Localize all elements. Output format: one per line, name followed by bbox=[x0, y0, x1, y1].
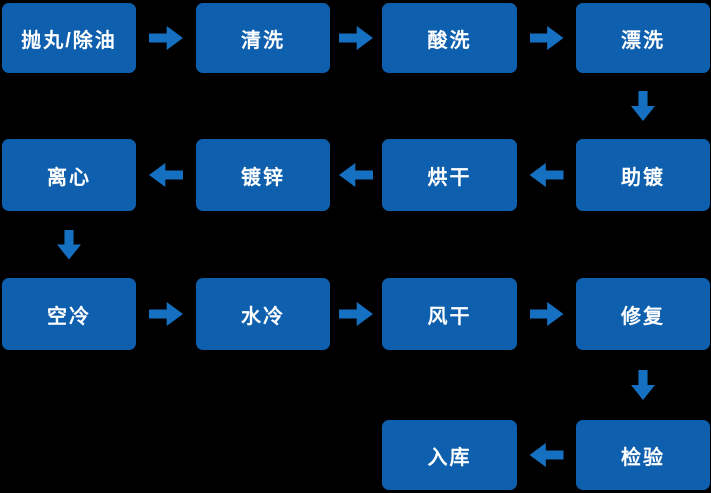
arrow-left-icon bbox=[339, 163, 373, 187]
flow-node-air-cooling: 空冷 bbox=[2, 278, 136, 350]
arrow-right-icon bbox=[529, 302, 564, 326]
flow-node-rinsing: 漂洗 bbox=[576, 3, 710, 73]
arrow-right-icon bbox=[339, 302, 373, 326]
arrow-left-icon bbox=[529, 443, 564, 467]
flow-node-air-drying: 风干 bbox=[382, 278, 517, 350]
flow-node-inspection: 检验 bbox=[576, 420, 710, 490]
arrow-right-icon bbox=[529, 26, 564, 50]
arrow-left-icon bbox=[149, 163, 183, 187]
flow-node-galvanizing: 镀锌 bbox=[196, 139, 330, 211]
arrow-down-icon bbox=[631, 91, 655, 121]
flow-node-centrifuging: 离心 bbox=[2, 139, 136, 211]
flow-node-pickling: 酸洗 bbox=[382, 3, 517, 73]
flow-node-drying: 烘干 bbox=[382, 139, 517, 211]
arrow-right-icon bbox=[149, 26, 183, 50]
arrow-right-icon bbox=[339, 26, 373, 50]
arrow-left-icon bbox=[529, 163, 564, 187]
flow-node-repair: 修复 bbox=[576, 278, 710, 350]
flow-node-cleaning: 清洗 bbox=[196, 3, 330, 73]
arrow-down-icon bbox=[631, 370, 655, 400]
arrow-right-icon bbox=[149, 302, 183, 326]
flow-node-shot-blasting-degreasing: 抛丸/除油 bbox=[2, 3, 136, 73]
flow-node-warehousing: 入库 bbox=[382, 420, 517, 490]
arrow-down-icon bbox=[57, 229, 81, 260]
flow-node-water-cooling: 水冷 bbox=[196, 278, 330, 350]
flow-node-fluxing: 助镀 bbox=[576, 139, 710, 211]
